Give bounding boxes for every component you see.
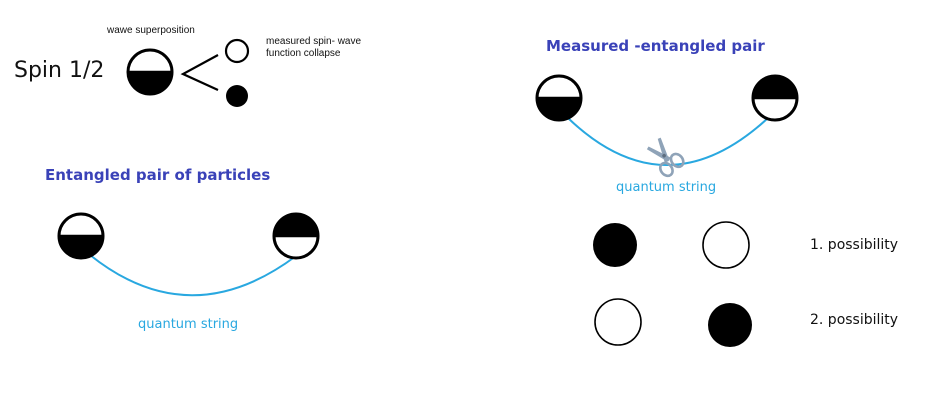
entangled-particle-right: [272, 212, 320, 260]
possibility-1-left-particle: [593, 223, 637, 267]
measured-particle-right-fill: [753, 76, 797, 98]
superposition-particle: [126, 48, 174, 96]
collapse-label-line-1: measured spin- wave: [266, 36, 362, 47]
spin-label: Spin 1/2: [14, 58, 105, 83]
collapsed-spin-down: [226, 85, 248, 107]
entangled-particle-right-fill: [274, 214, 318, 236]
scissors-icon: [646, 137, 685, 178]
measured-particle-left: [535, 74, 583, 122]
collapse-branch-arrow: [180, 54, 219, 92]
collapsed-spin-up: [224, 38, 250, 64]
scissors-handle-right: [669, 152, 685, 169]
measured-particle-right: [751, 74, 799, 122]
superposition-label: wawe superposition: [107, 25, 195, 36]
measured-particle-left-fill: [537, 98, 581, 120]
entangled-particle-left: [57, 212, 105, 260]
superposition-particle-fill: [128, 72, 172, 94]
entangled-string-label: quantum string: [138, 317, 239, 332]
possibility-2-label: 2. possibility: [810, 312, 899, 328]
entangled-quantum-string: [89, 254, 297, 297]
possibility-2-left-particle: [594, 298, 642, 346]
measured-quantum-string: [567, 117, 769, 166]
measured-pair-title: Measured -entangled pair: [546, 37, 765, 55]
scissors-pivot: [662, 153, 666, 158]
entangled-pair-title: Entangled pair of particles: [45, 166, 271, 184]
scissors-handle-left: [658, 161, 674, 178]
possibility-2-right-particle: [708, 303, 752, 347]
possibility-1-label: 1. possibility: [810, 237, 899, 253]
scissors-blade-right: [646, 146, 671, 162]
possibility-1-right-particle: [702, 221, 750, 269]
entangled-particle-left-fill: [59, 236, 103, 258]
measured-string-label: quantum string: [616, 180, 717, 195]
collapse-label-line-2: function collapse: [266, 48, 341, 59]
